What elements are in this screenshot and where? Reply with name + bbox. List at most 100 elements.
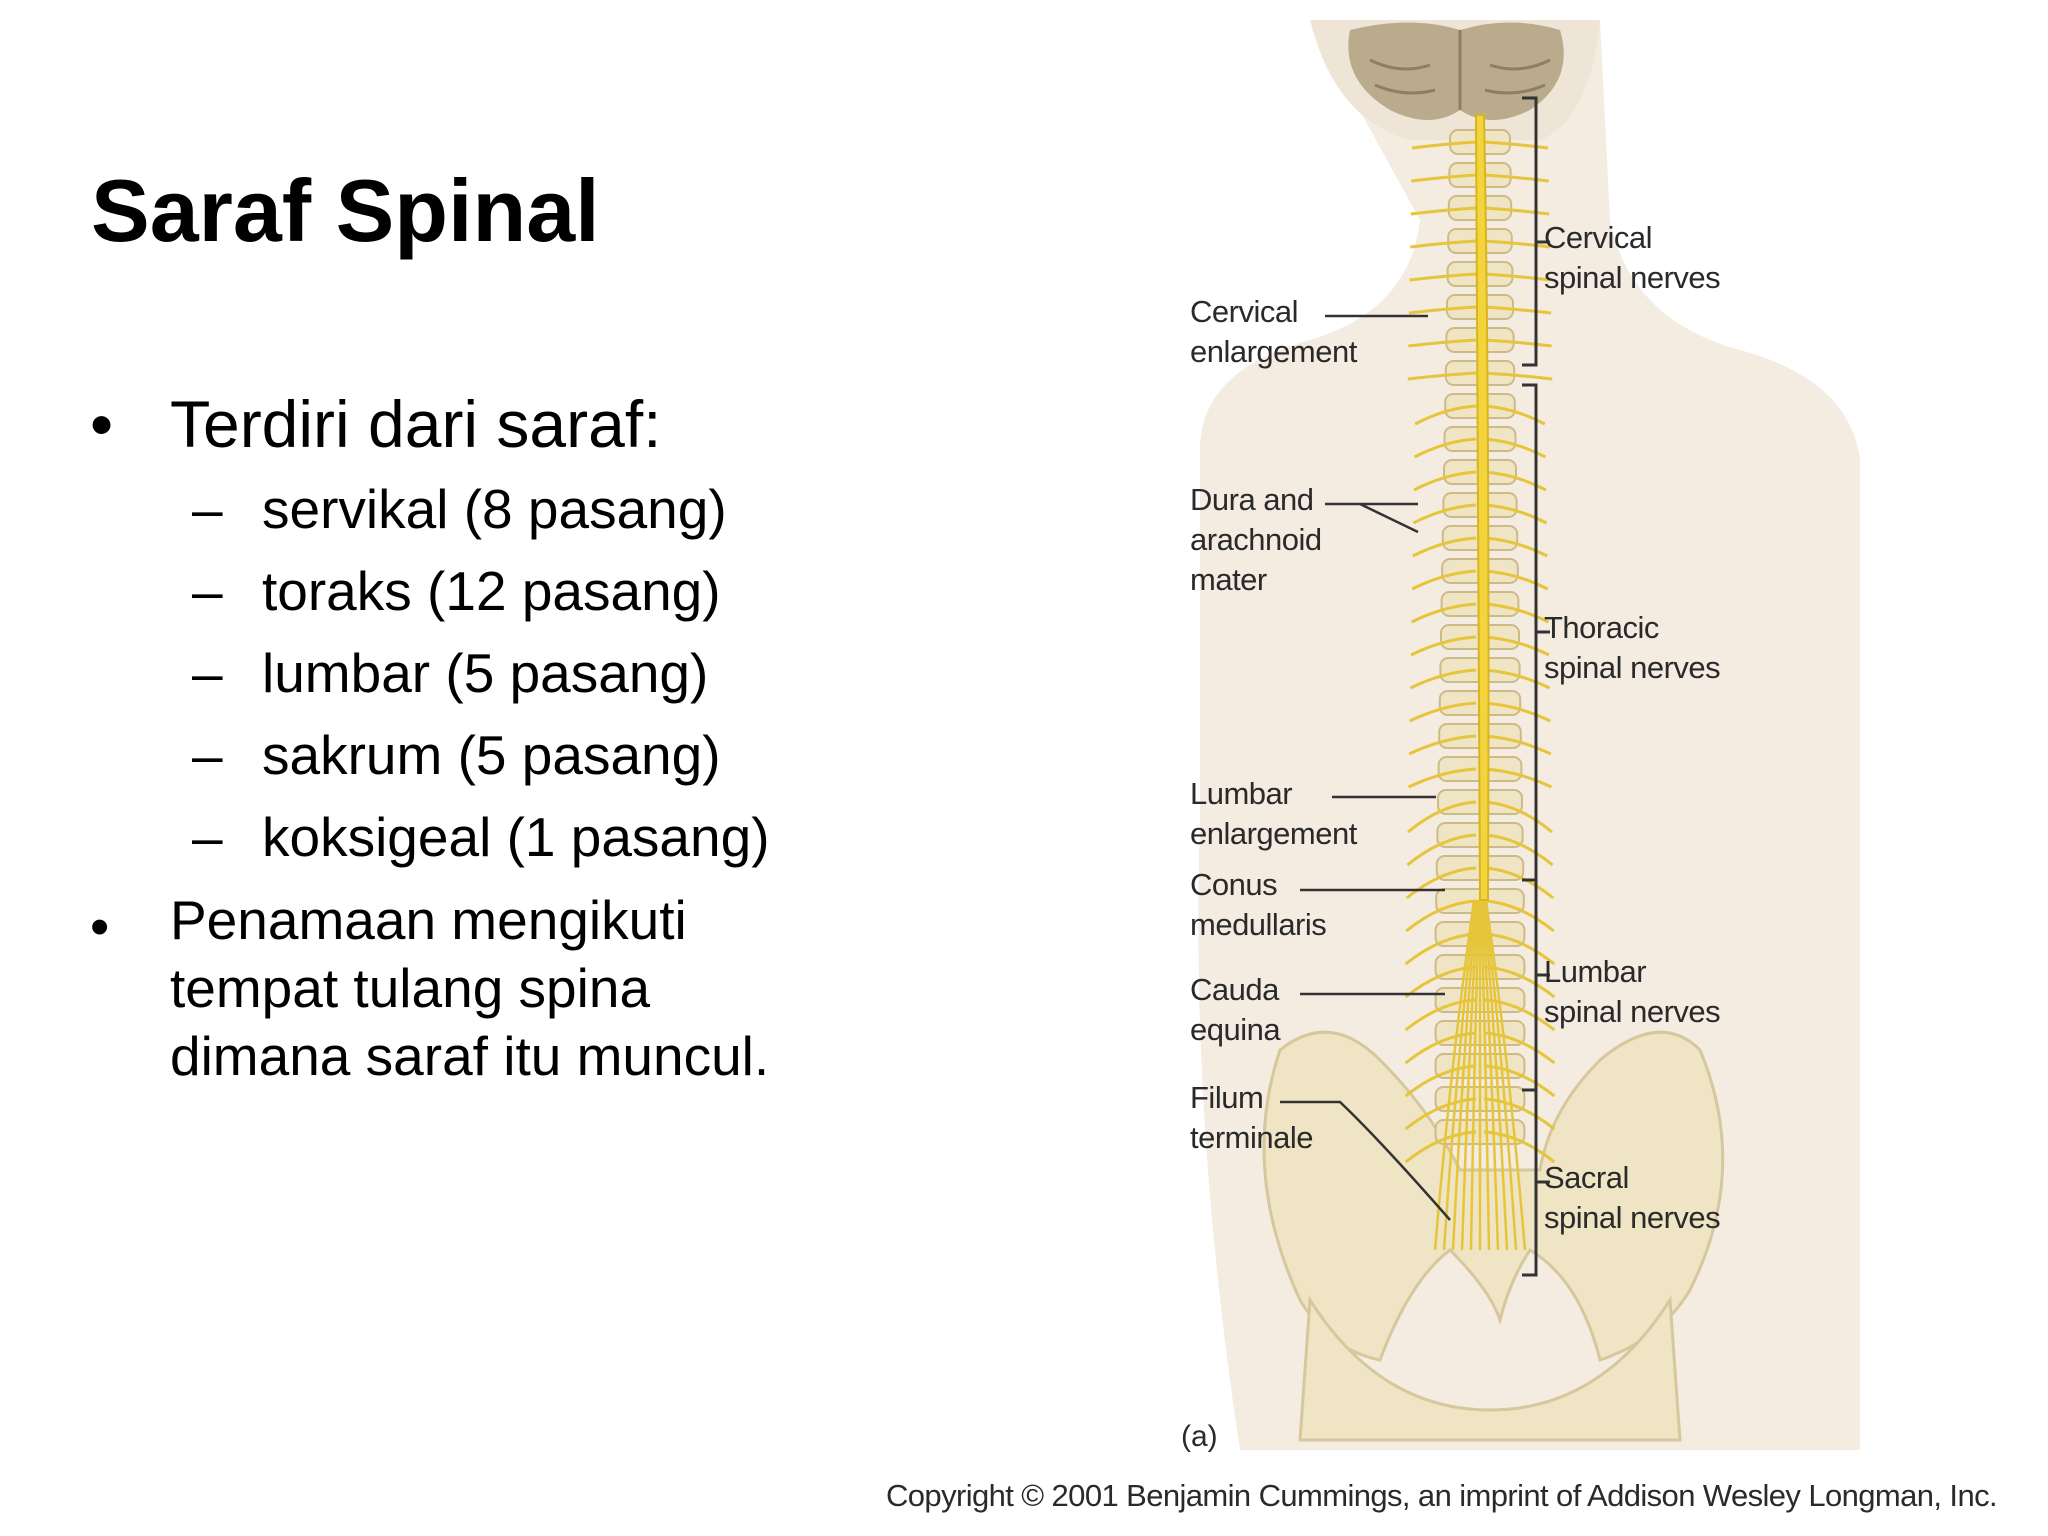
label-lumbar-enlargement: Lumbar enlargement [1190,776,1357,851]
cauda-strand [1469,899,1481,1251]
cauda-strand [1460,899,1479,1251]
dash-icon: – [192,478,223,540]
nerve-root [1407,800,1477,834]
cauda-strand [1483,899,1518,1251]
leader-lines [1280,314,1451,1221]
label-thoracic-spinal-nerves: Thoracic spinal nerves [1544,610,1721,685]
nerve-root [1483,569,1549,591]
dash-icon: – [192,560,223,622]
sub-bullet-text: toraks (12 pasang) [262,560,721,622]
nerve-root [1409,272,1477,282]
nerve-root [1413,470,1477,492]
brain [1348,22,1564,120]
nerve-root [1410,602,1477,624]
bullet-icon: • [90,387,114,461]
nerve-root [1483,965,1556,999]
label-sacral-spinal-nerves: Sacral spinal nerves [1544,1160,1721,1235]
label-cervical-enlargement: Cervical enlargement [1190,294,1357,369]
nerve-root [1483,767,1553,789]
nerve-root [1483,437,1547,459]
cauda-strand [1482,899,1509,1251]
nerve-root [1483,866,1555,900]
cauda-strand [1451,899,1478,1251]
nerve-root [1407,767,1477,789]
nerve-root [1413,437,1477,459]
cauda-strand [1433,899,1476,1251]
nerve-root [1405,899,1477,933]
bullet-text: Terdiri dari saraf: [170,387,662,461]
nerve-root [1412,536,1477,558]
nerve-root [1411,569,1477,591]
nerve-root [1483,899,1555,933]
nerve-root [1483,668,1551,690]
nerve-root [1483,635,1550,657]
bullet-icon: • [90,895,110,957]
nerve-root [1414,404,1477,426]
nerve-root [1483,536,1548,558]
region-brackets [1522,96,1550,1277]
nerve-root [1407,371,1477,381]
nerve-root [1483,404,1546,426]
sub-bullet-text: sakrum (5 pasang) [262,724,721,786]
nerve-root [1404,965,1477,999]
nerve-root [1406,833,1477,867]
nerve-root [1412,503,1477,525]
cauda-strand [1442,899,1477,1251]
bullet-text: Penamaan mengikuti tempat tulang spina d… [170,889,770,1087]
nerve-root [1483,602,1550,624]
nerve-root [1483,371,1553,381]
figure-panel-tag: (a) [1181,1420,1218,1453]
nerve-root [1405,866,1477,900]
nerve-root [1483,470,1547,492]
nerve-root [1483,734,1552,756]
nerve-root [1483,833,1554,867]
cauda-strand [1481,899,1500,1251]
label-filum-terminale: Filum terminale [1190,1080,1314,1155]
cauda-strand [1479,899,1491,1251]
nerve-root [1408,338,1477,348]
pelvis [1262,1030,1725,1362]
nerve-root [1408,734,1477,756]
nerve-root [1409,701,1477,723]
sub-bullet-text: koksigeal (1 pasang) [262,806,770,868]
spinal-cord-figure: Cervical enlargement Dura and arachnoid … [1160,20,2040,1520]
spinal-cord [1474,114,1490,901]
nerve-root [1409,668,1477,690]
copyright-notice: Copyright © 2001 Benjamin Cummings, an i… [886,1478,1998,1513]
spinal-nerves [1404,140,1556,1164]
nerve-root [1483,701,1551,723]
nerve-root [1483,800,1553,834]
nerve-root [1483,305,1552,315]
nerve-root [1483,503,1548,525]
cauda-equina-strands [1433,899,1527,1251]
label-conus-medullaris: Conus medullaris [1190,867,1327,942]
nerve-root [1483,338,1552,348]
nerve-root [1410,635,1477,657]
nerve-root [1404,1097,1477,1131]
dash-icon: – [192,806,223,868]
sub-bullet-text: lumbar (5 pasang) [262,642,709,704]
nerve-root [1411,173,1477,183]
label-cauda-equina: Cauda equina [1190,972,1281,1047]
nerve-root [1483,173,1549,183]
cauda-strand [1484,899,1527,1251]
nerve-root [1410,206,1477,216]
label-cervical-spinal-nerves: Cervical spinal nerves [1544,220,1721,295]
slide-title: Saraf Spinal [91,161,600,260]
nerve-root [1483,1130,1556,1164]
nerve-root [1410,239,1477,249]
nerve-root [1483,239,1550,249]
nerve-root [1408,305,1477,315]
sub-bullet-text: servikal (8 pasang) [262,478,727,540]
nerve-root [1483,140,1549,150]
label-lumbar-spinal-nerves: Lumbar spinal nerves [1544,954,1721,1029]
nerve-root [1411,140,1477,150]
nerve-root [1483,272,1551,282]
nerve-root [1404,1130,1477,1164]
spinal-cord-illustration [1198,20,1860,1450]
dash-icon: – [192,724,223,786]
label-dura-arachnoid: Dura and arachnoid mater [1190,482,1322,597]
nerve-root [1483,206,1550,216]
dash-icon: – [192,642,223,704]
